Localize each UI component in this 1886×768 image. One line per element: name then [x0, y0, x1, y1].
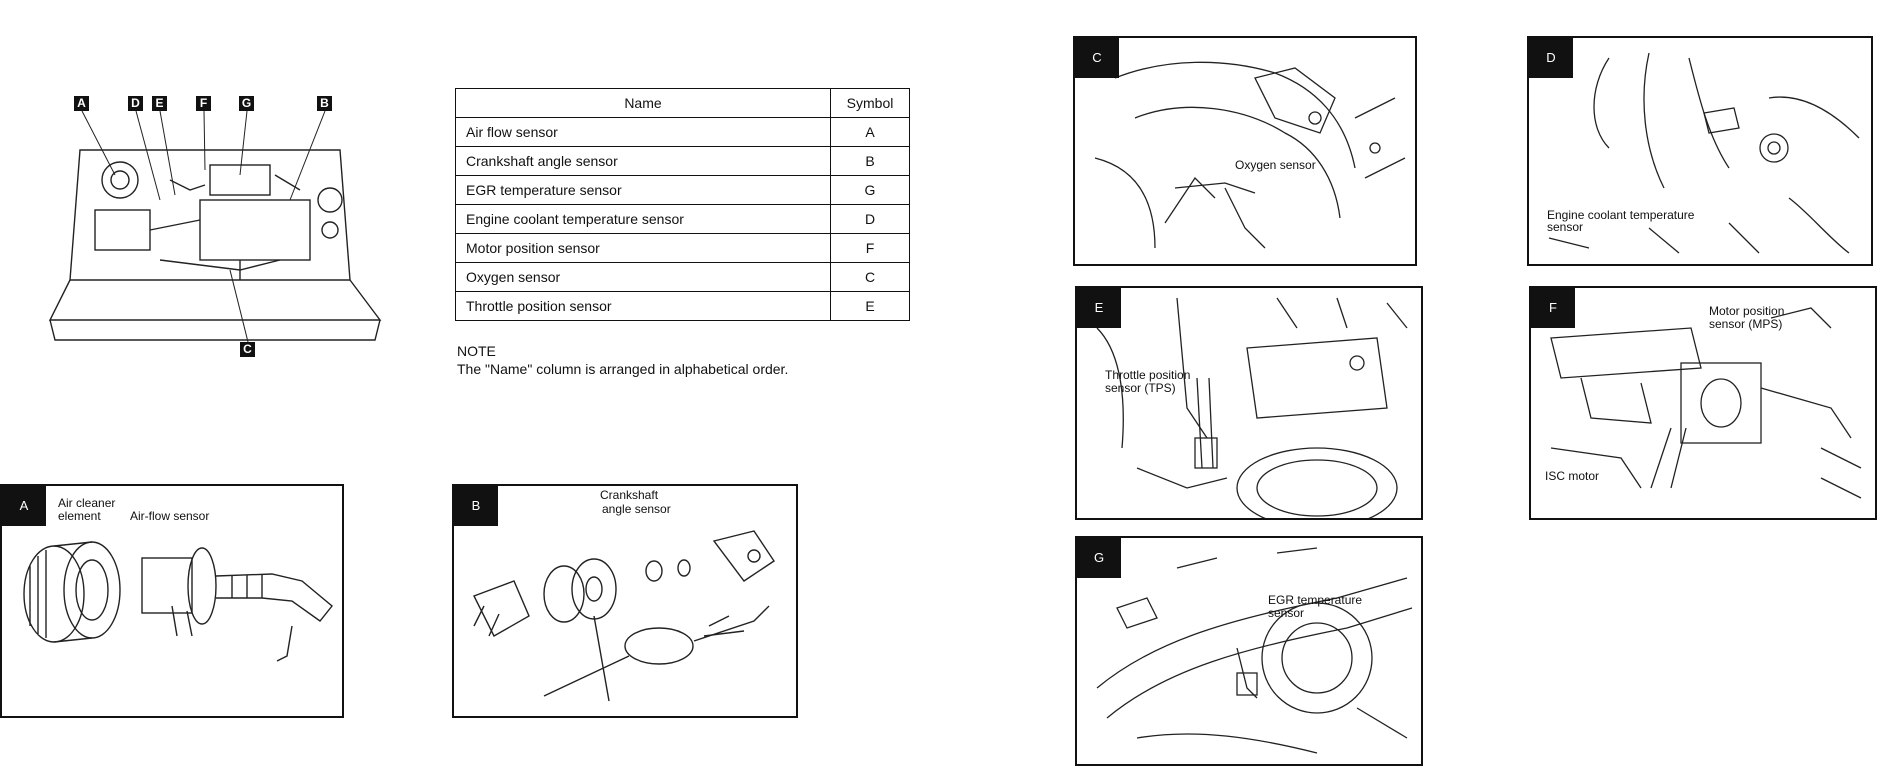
crankshaft-label-line2: angle sensor — [602, 502, 671, 516]
overview-badge-e: E — [152, 96, 167, 111]
sensor-symbol: A — [830, 117, 910, 147]
sensor-name: Motor position sensor — [455, 233, 831, 263]
sensor-name: Oxygen sensor — [455, 262, 831, 292]
table-row: Crankshaft angle sensor B — [455, 146, 910, 176]
panel-d-tab: D — [1529, 38, 1573, 78]
column-header-name: Name — [455, 88, 831, 118]
throttle-sensor-label-line1: Throttle position — [1105, 368, 1191, 382]
throttle-sensor-label-line2: sensor (TPS) — [1105, 381, 1176, 395]
sensor-name: EGR temperature sensor — [455, 175, 831, 205]
air-cleaner-label-line2: element — [58, 509, 101, 523]
panel-a-air-flow-sensor: A Air cleaner element Air-flow sensor — [0, 484, 344, 718]
panel-g-tab: G — [1077, 538, 1121, 578]
air-cleaner-label-line1: Air cleaner — [58, 496, 116, 510]
oxygen-sensor-label: Oxygen sensor — [1235, 158, 1316, 172]
air-cleaner-drawing — [23, 541, 333, 662]
panel-d-engine-coolant-temperature-sensor: D Engine coolant temperature sensor — [1527, 36, 1873, 266]
egr-sensor-drawing — [1096, 547, 1413, 754]
panel-f-tab: F — [1531, 288, 1575, 328]
panel-a-tab: A — [2, 486, 46, 526]
table-row: Engine coolant temperature sensor D — [455, 204, 910, 234]
coolant-sensor-drawing — [1548, 52, 1860, 254]
sensor-symbol: G — [830, 175, 910, 205]
sensor-symbol: F — [830, 233, 910, 263]
throttle-sensor-drawing — [1096, 297, 1408, 518]
panel-c-tab: C — [1075, 38, 1119, 78]
sensor-name: Air flow sensor — [455, 117, 831, 147]
overview-badge-c: C — [240, 342, 255, 357]
motor-position-sensor-drawing — [1550, 307, 1862, 499]
overview-badge-g: G — [239, 96, 254, 111]
panel-e-tab: E — [1077, 288, 1121, 328]
isc-motor-label: ISC motor — [1545, 469, 1600, 483]
sensor-symbol: E — [830, 291, 910, 321]
overview-badge-f: F — [196, 96, 211, 111]
oxygen-sensor-drawing — [1094, 61, 1406, 249]
crankshaft-label-line1: Crankshaft — [600, 488, 659, 502]
sensor-symbol: B — [830, 146, 910, 176]
sensor-name: Throttle position sensor — [455, 291, 831, 321]
panel-b-tab: B — [454, 486, 498, 526]
table-row: Motor position sensor F — [455, 233, 910, 263]
overview-leader-lines — [81, 110, 326, 343]
column-header-symbol: Symbol — [830, 88, 910, 118]
sensor-table: Name Symbol Air flow sensor A Crankshaft… — [455, 88, 910, 321]
sensor-symbol: D — [830, 204, 910, 234]
overview-badge-d: D — [128, 96, 143, 111]
mps-label-line2: sensor (MPS) — [1709, 317, 1783, 331]
engine-bay-drawing — [48, 149, 382, 341]
panel-e-throttle-position-sensor: E Throttle position sensor (TPS) — [1075, 286, 1423, 520]
sensor-name: Crankshaft angle sensor — [455, 146, 831, 176]
note-text: The "Name" column is arranged in alphabe… — [457, 361, 789, 377]
panel-f-motor-position-sensor: F Motor position sensor (MPS) ISC motor — [1529, 286, 1877, 520]
mps-label-line1: Motor position — [1709, 304, 1785, 318]
air-flow-sensor-label: Air-flow sensor — [130, 509, 210, 523]
overview-badge-a: A — [74, 96, 89, 111]
sensor-name: Engine coolant temperature sensor — [455, 204, 831, 234]
coolant-sensor-label-line1: Engine coolant temperature — [1547, 208, 1695, 222]
table-row: EGR temperature sensor G — [455, 175, 910, 205]
table-row: Air flow sensor A — [455, 117, 910, 147]
coolant-sensor-label-line2: sensor — [1547, 220, 1584, 234]
table-row: Throttle position sensor E — [455, 291, 910, 321]
egr-sensor-label-line2: sensor — [1268, 606, 1305, 620]
engine-bay-overview — [40, 90, 390, 370]
egr-sensor-label-line1: EGR temperature — [1268, 593, 1363, 607]
note-title: NOTE — [457, 343, 496, 359]
panel-g-egr-temperature-sensor: G EGR temperature sensor — [1075, 536, 1423, 766]
panel-b-crankshaft-angle-sensor: B Crankshaft angle sensor — [452, 484, 798, 718]
sensor-symbol: C — [830, 262, 910, 292]
crankshaft-sensor-drawing — [473, 530, 775, 702]
table-header-row: Name Symbol — [455, 88, 910, 118]
panel-c-oxygen-sensor: C Oxygen sensor — [1073, 36, 1417, 266]
overview-badge-b: B — [317, 96, 332, 111]
table-row: Oxygen sensor C — [455, 262, 910, 292]
